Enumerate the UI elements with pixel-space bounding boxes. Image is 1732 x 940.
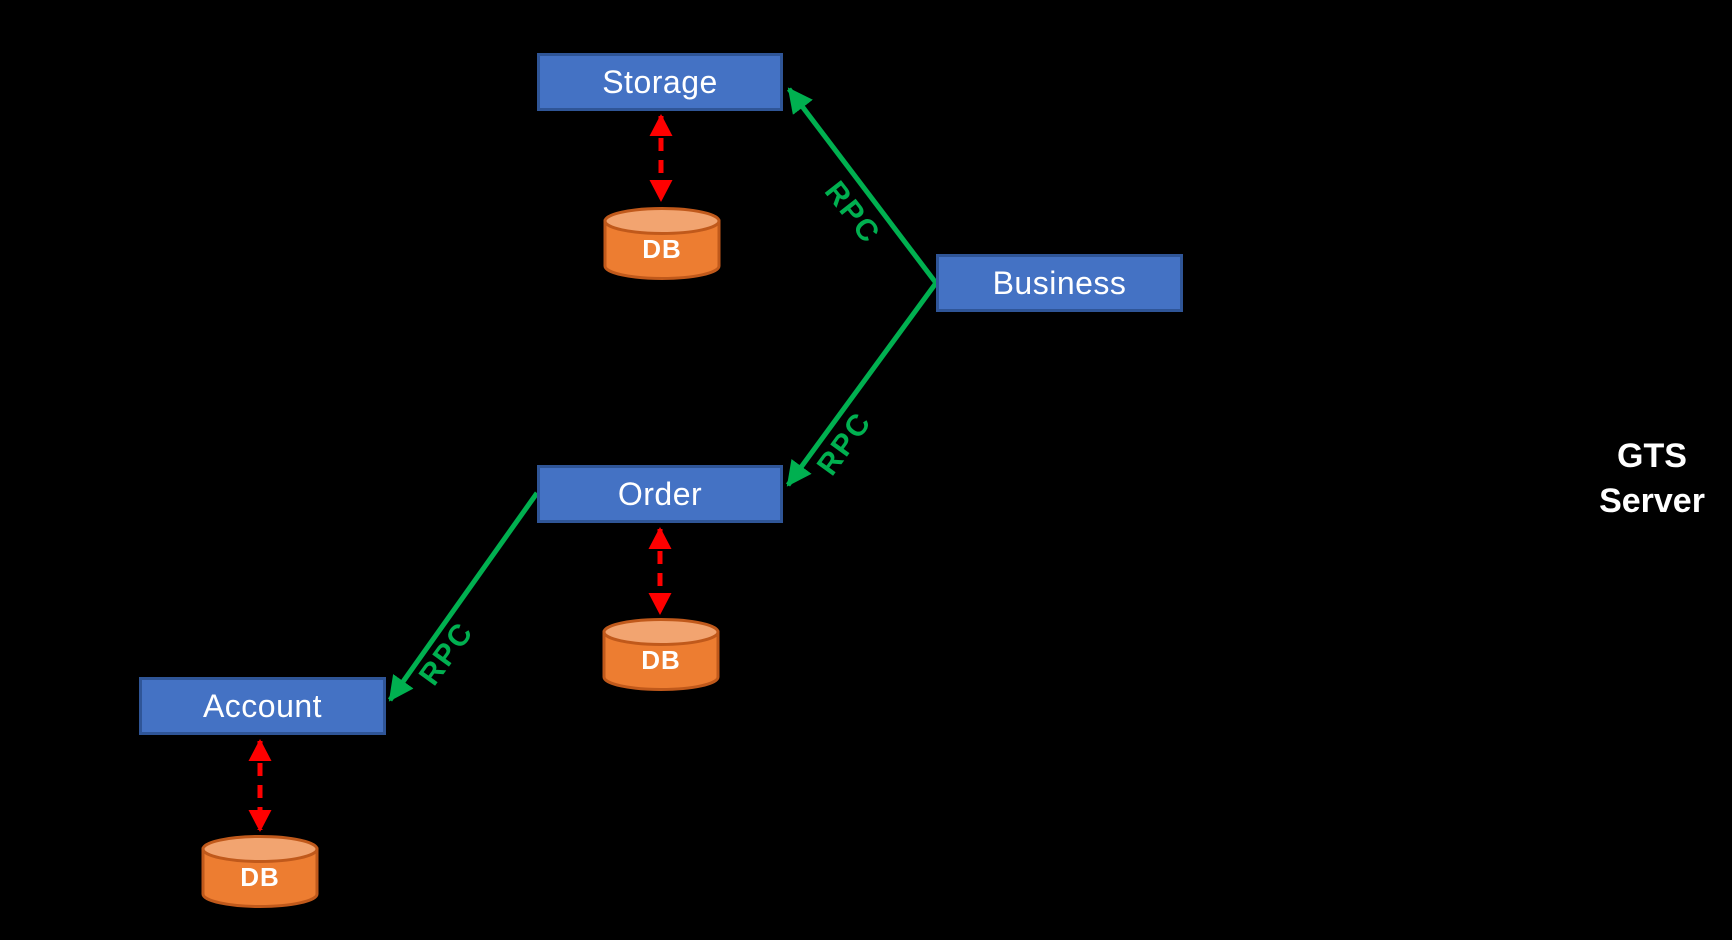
gts-server-label: GTS Server [1599, 434, 1705, 524]
database-icon [602, 618, 720, 691]
gts-server-label-line1: GTS [1617, 437, 1687, 475]
node-business: Business [936, 254, 1183, 312]
gts-server-label-line2: Server [1599, 482, 1705, 520]
database-icon [201, 835, 319, 908]
rpc-arrow-business-storage [787, 87, 938, 285]
database-cylinder-storage: DB [602, 206, 722, 282]
database-cylinder-order: DB [601, 617, 721, 693]
node-order-label: Order [617, 475, 703, 512]
node-storage: Storage [537, 53, 783, 111]
node-account: Account [139, 677, 386, 735]
rpc-arrow-business-order [785, 281, 939, 487]
database-icon [603, 207, 721, 280]
rpc-arrow-order-account [387, 491, 540, 702]
database-label-order: DB [641, 645, 681, 675]
node-storage-label: Storage [602, 63, 718, 100]
database-label-storage: DB [642, 234, 682, 264]
node-account-label: Account [202, 687, 323, 724]
database-label-account: DB [240, 862, 280, 892]
node-order: Order [537, 465, 783, 523]
node-business-label: Business [992, 264, 1127, 301]
database-cylinder-account: DB [200, 834, 320, 910]
